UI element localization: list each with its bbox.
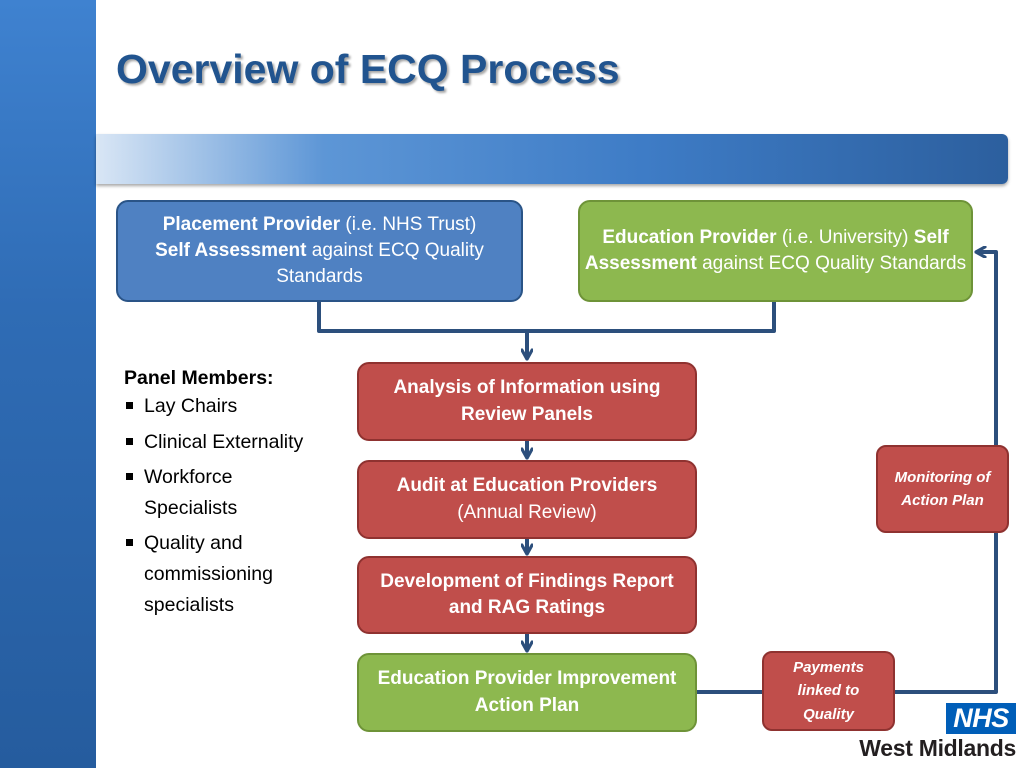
square-bullet-icon (126, 472, 133, 480)
findings-box: Development of Findings Report and RAG R… (357, 556, 697, 634)
list-item-text: Lay Chairs (144, 395, 238, 418)
improvement-plan-label: Education Provider Improvement Action Pl… (377, 668, 677, 716)
education-provider-qualifier: (i.e. University) (776, 226, 914, 248)
list-item-text: Quality and commissioning specialists (144, 532, 273, 617)
education-provider-name: Education Provider (602, 226, 777, 248)
analysis-label: Analysis of Information using Review Pan… (393, 377, 661, 425)
square-bullet-icon (126, 539, 133, 547)
audit-subtitle: (Annual Review) (457, 501, 597, 523)
page-title: Overview of ECQ Process (116, 46, 620, 92)
panel-members-heading: Panel Members: (124, 367, 274, 389)
list-item: Quality and commissioning specialists (124, 528, 329, 622)
panel-members-list: Lay Chairs Clinical Externality Workforc… (124, 391, 329, 621)
education-self-assessment: Self Assessment (584, 226, 949, 274)
monitoring-box: Monitoring of Action Plan (876, 445, 1009, 533)
square-bullet-icon (126, 437, 133, 445)
audit-box: Audit at Education Providers (Annual Rev… (357, 460, 697, 539)
header-band (96, 134, 1008, 184)
education-criteria: against ECQ Quality Standards (696, 253, 967, 274)
audit-title: Audit at Education Providers (396, 475, 658, 497)
list-item-text: Workforce Specialists (144, 465, 238, 519)
merge-connector (317, 301, 776, 333)
analysis-box: Analysis of Information using Review Pan… (357, 362, 697, 441)
panel-members: Panel Members: Lay Chairs Clinical Exter… (124, 365, 329, 626)
list-item: Workforce Specialists (124, 462, 329, 524)
square-bullet-icon (126, 402, 133, 410)
list-item: Clinical Externality (124, 427, 329, 458)
placement-provider-box: Placement Provider (i.e. NHS Trust) Self… (116, 200, 523, 302)
list-item-text: Clinical Externality (144, 430, 304, 453)
payments-label: Payments linked to Quality (793, 659, 864, 723)
payments-box: Payments linked to Quality (762, 651, 895, 731)
monitoring-label: Monitoring of Action Plan (894, 468, 991, 509)
findings-label: Development of Findings Report and RAG R… (380, 570, 674, 618)
education-provider-box: Education Provider (i.e. University) Sel… (578, 200, 973, 302)
list-item: Lay Chairs (124, 391, 329, 422)
placement-provider-qualifier: (i.e. NHS Trust) (340, 213, 477, 235)
improvement-plan-box: Education Provider Improvement Action Pl… (357, 653, 697, 732)
nhs-logo: NHS (946, 703, 1016, 734)
left-decorative-bar (0, 0, 96, 768)
placement-self-assessment: Self Assessment (155, 239, 307, 261)
region-name: West Midlands (859, 735, 1016, 761)
placement-criteria: against ECQ Quality Standards (276, 239, 484, 288)
placement-provider-name: Placement Provider (162, 213, 341, 235)
